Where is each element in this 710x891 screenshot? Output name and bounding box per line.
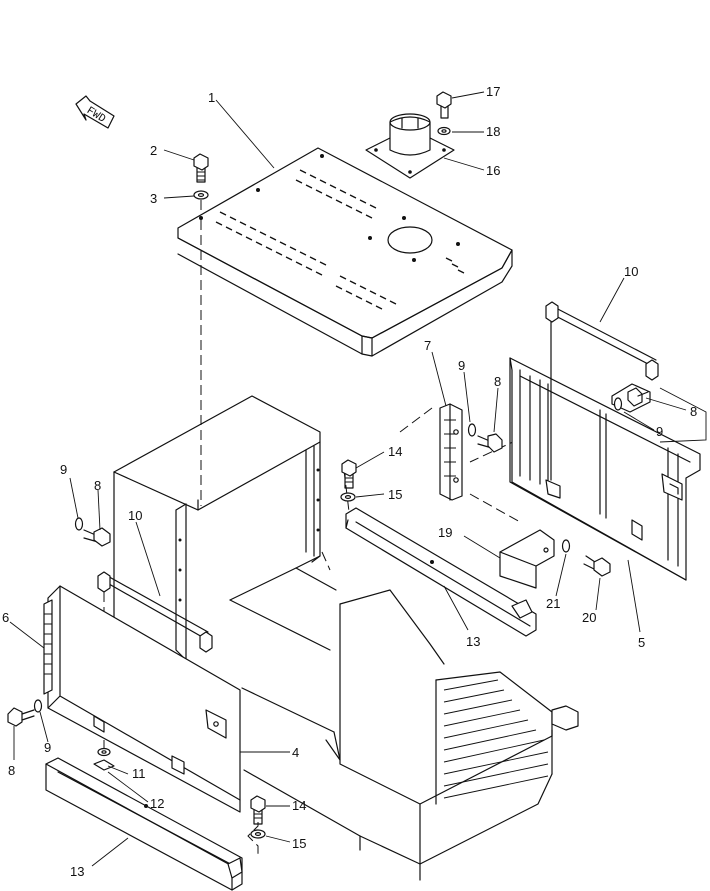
- bolt-2-icon: [193, 153, 209, 183]
- top-cover-plate: [177, 147, 513, 357]
- floor-grating: [443, 679, 549, 799]
- washer-9-left-bottom-icon: [33, 699, 43, 713]
- callout-12: 12: [150, 796, 164, 811]
- callout-8-right: 8: [690, 404, 697, 419]
- callout-14-lower: 14: [292, 798, 306, 813]
- callout-14-upper: 14: [388, 444, 402, 459]
- washer-11-icon: [97, 747, 111, 757]
- washer-9-mid-icon: [467, 423, 477, 437]
- callout-3: 3: [150, 191, 157, 206]
- callout-labels: 1 2 3 4 5 6 7 8 8 8 8 9 9 9 9 10 10 11 1…: [2, 84, 697, 879]
- bolt-8-left-bottom-icon: [7, 707, 35, 727]
- callout-16: 16: [486, 163, 500, 178]
- callout-8-left-bottom: 8: [8, 763, 15, 778]
- washer-9-right-icon: [613, 397, 623, 411]
- rail-13-upper: [345, 507, 537, 637]
- washer-9-left-top-icon: [74, 517, 84, 531]
- bolt-20-icon: [583, 555, 611, 577]
- callout-9-right: 9: [656, 424, 663, 439]
- washer-3-icon: [193, 190, 209, 200]
- washer-15-upper-icon: [340, 492, 356, 502]
- callout-11: 11: [132, 766, 146, 781]
- callout-10-right: 10: [624, 264, 638, 279]
- callout-2: 2: [150, 143, 157, 158]
- callout-19: 19: [438, 525, 452, 540]
- washer-21-icon: [561, 539, 571, 553]
- callout-9-left-bottom: 9: [44, 740, 51, 755]
- bolt-8-left-top-icon: [83, 527, 111, 547]
- callout-9-left-top: 9: [60, 462, 67, 477]
- callout-18: 18: [486, 124, 500, 139]
- hinge-6: [43, 599, 53, 695]
- callout-6: 6: [2, 610, 9, 625]
- washer-18-icon: [437, 126, 451, 136]
- callout-9-mid: 9: [458, 358, 465, 373]
- main-frame-housing: [113, 395, 579, 881]
- left-door-panel-4: [47, 585, 241, 813]
- callout-10-left: 10: [128, 508, 142, 523]
- callout-8-mid: 8: [494, 374, 501, 389]
- callout-4: 4: [292, 745, 299, 760]
- bolt-8-mid-icon: [477, 433, 503, 453]
- bolt-14-upper-icon: [341, 459, 357, 489]
- callout-13-upper: 13: [466, 634, 480, 649]
- callout-5: 5: [638, 635, 645, 650]
- bracket-19: [499, 529, 555, 589]
- leader-lines: [9, 91, 707, 867]
- callout-17: 17: [486, 84, 500, 99]
- bolt-17-icon: [436, 91, 452, 119]
- callout-8-left-top: 8: [94, 478, 101, 493]
- right-door-panel-5: [509, 357, 701, 581]
- handle-10-right: [545, 301, 659, 481]
- callout-7: 7: [424, 338, 431, 353]
- callout-1: 1: [208, 90, 215, 105]
- plate-12: [93, 759, 115, 771]
- fwd-arrow-icon: FWD: [75, 95, 115, 129]
- hinge-7: [439, 403, 463, 501]
- bolt-14-lower-icon: [250, 795, 266, 825]
- handle-10-left: [97, 571, 213, 653]
- funnel-bracket-16: [365, 113, 455, 179]
- callout-13-lower: 13: [70, 864, 84, 879]
- callout-15-upper: 15: [388, 487, 402, 502]
- callout-20: 20: [582, 610, 596, 625]
- callout-21: 21: [546, 596, 560, 611]
- washer-15-lower-icon: [250, 829, 266, 839]
- callout-15-lower: 15: [292, 836, 306, 851]
- cover-slots: [215, 169, 465, 310]
- rail-13-lower: [45, 757, 243, 891]
